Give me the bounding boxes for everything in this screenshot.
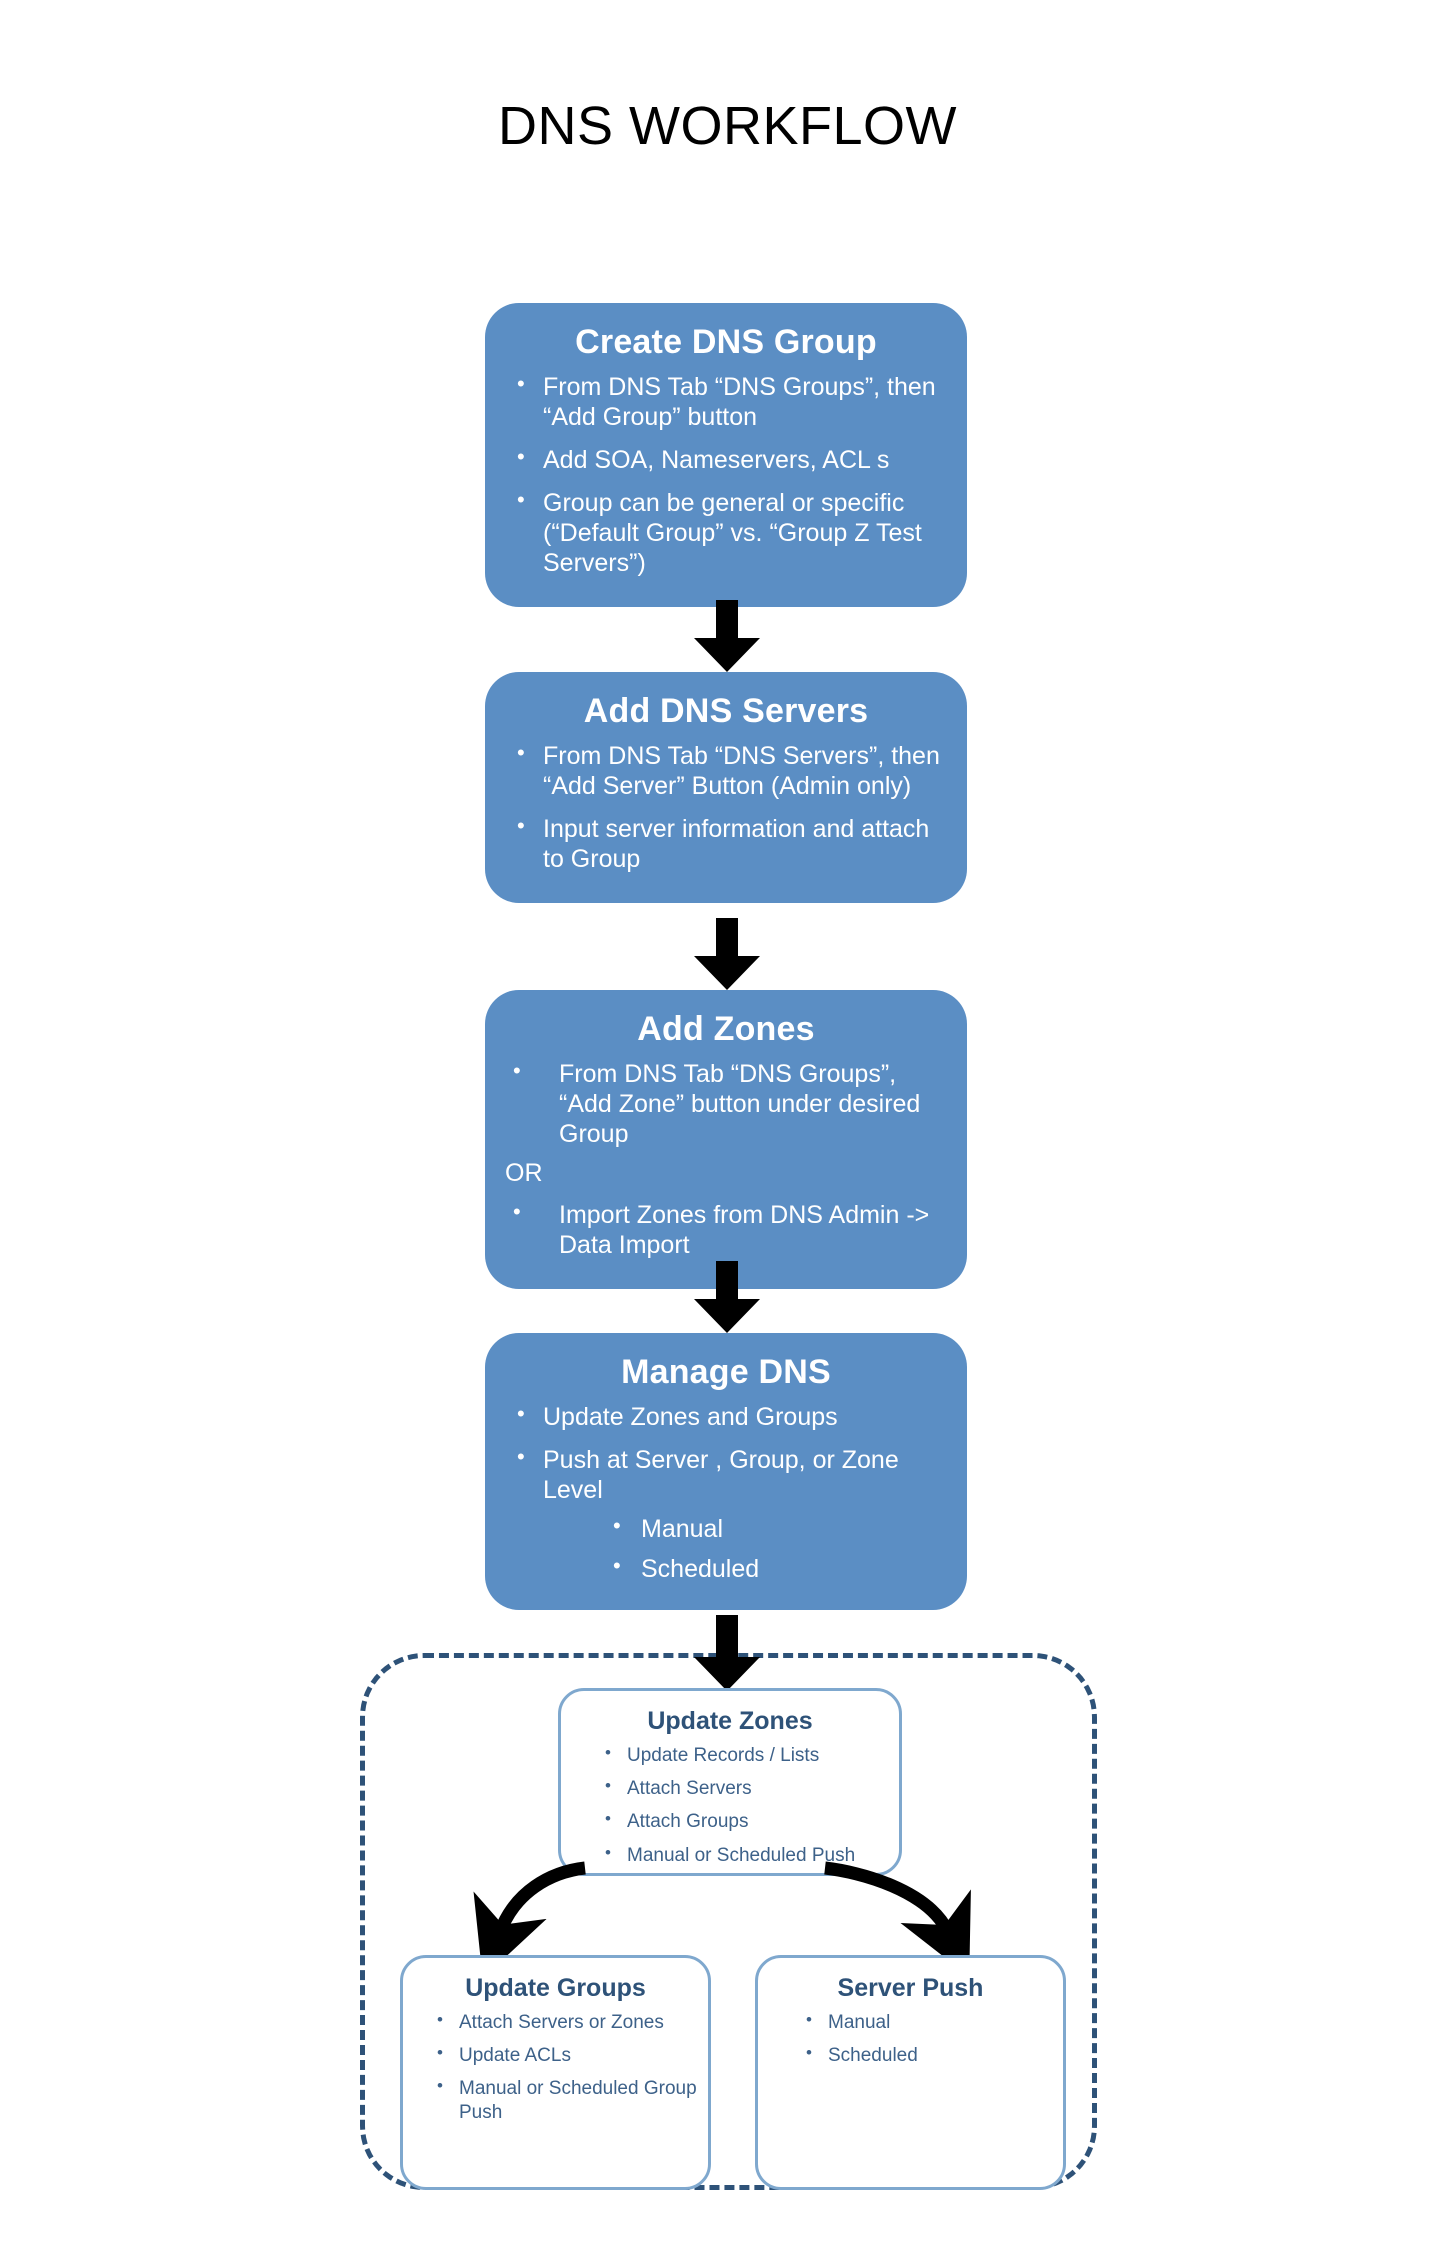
list-item: Manual or Scheduled Group Push <box>431 2076 708 2123</box>
box-title-manage-dns: Manage DNS <box>621 1353 831 1391</box>
sub-bullet-list-manage-dns: Manual Scheduled <box>485 1513 967 1584</box>
arrow-stem <box>716 1615 738 1657</box>
process-box-add-zones: Add Zones From DNS Tab “DNS Groups”, “Ad… <box>485 990 967 1289</box>
arrow-head <box>694 1657 760 1691</box>
bullet-list-add-zones-first: From DNS Tab “DNS Groups”, “Add Zone” bu… <box>485 1058 967 1149</box>
bullet-list-create-dns-group: From DNS Tab “DNS Groups”, then “Add Gro… <box>485 371 967 578</box>
list-item: Update Records / Lists <box>599 1743 899 1767</box>
box-title-update-groups: Update Groups <box>465 1974 646 2002</box>
detail-box-server-push: Server Push Manual Scheduled <box>755 1955 1066 2190</box>
list-item: Attach Groups <box>599 1809 899 1833</box>
detail-box-update-groups: Update Groups Attach Servers or Zones Up… <box>400 1955 711 2190</box>
down-arrow-icon <box>694 1261 760 1333</box>
list-item: Attach Servers <box>599 1776 899 1800</box>
list-item: Group can be general or specific (“Defau… <box>511 487 943 578</box>
list-item: Manual <box>605 1513 943 1544</box>
list-item: From DNS Tab “DNS Groups”, “Add Zone” bu… <box>503 1058 943 1149</box>
arrow-stem <box>716 600 738 638</box>
list-item: Add SOA, Nameservers, ACL s <box>511 444 943 475</box>
list-item: Attach Servers or Zones <box>431 2010 708 2034</box>
list-item: Update Zones and Groups <box>511 1401 943 1432</box>
detail-box-update-zones: Update Zones Update Records / Lists Atta… <box>558 1688 902 1876</box>
list-item: Manual <box>800 2010 1063 2034</box>
process-box-add-dns-servers: Add DNS Servers From DNS Tab “DNS Server… <box>485 672 967 903</box>
box-title-server-push: Server Push <box>837 1974 984 2002</box>
list-item: Import Zones from DNS Admin -> Data Impo… <box>503 1199 943 1260</box>
box-title-add-dns-servers: Add DNS Servers <box>583 692 869 730</box>
list-item: Scheduled <box>605 1553 943 1584</box>
arrow-head <box>694 956 760 990</box>
list-item: Input server information and attach to G… <box>511 813 943 874</box>
bullet-list-server-push: Manual Scheduled <box>758 2010 1063 2067</box>
list-item: From DNS Tab “DNS Groups”, then “Add Gro… <box>511 371 943 432</box>
bullet-list-update-groups: Attach Servers or Zones Update ACLs Manu… <box>403 2010 708 2124</box>
down-arrow-icon <box>694 918 760 990</box>
down-arrow-icon <box>694 600 760 672</box>
bullet-list-add-dns-servers: From DNS Tab “DNS Servers”, then “Add Se… <box>485 740 967 874</box>
list-item: Update ACLs <box>431 2043 708 2067</box>
list-item: Manual or Scheduled Push <box>599 1843 899 1867</box>
process-box-manage-dns: Manage DNS Update Zones and Groups Push … <box>485 1333 967 1610</box>
box-title-create-dns-group: Create DNS Group <box>575 323 877 361</box>
arrow-head <box>694 1299 760 1333</box>
arrow-stem <box>716 1261 738 1299</box>
box-title-update-zones: Update Zones <box>647 1707 813 1735</box>
bullet-list-update-zones: Update Records / Lists Attach Servers At… <box>561 1743 899 1867</box>
page-title: DNS WORKFLOW <box>498 96 957 156</box>
bullet-list-manage-dns: Update Zones and Groups Push at Server ,… <box>485 1401 967 1505</box>
arrow-head <box>694 638 760 672</box>
box-title-add-zones: Add Zones <box>637 1010 815 1048</box>
or-separator: OR <box>505 1159 543 1187</box>
list-item: Push at Server , Group, or Zone Level <box>511 1444 943 1505</box>
down-arrow-icon <box>694 1615 760 1693</box>
bullet-list-add-zones-second: Import Zones from DNS Admin -> Data Impo… <box>485 1199 967 1260</box>
process-box-create-dns-group: Create DNS Group From DNS Tab “DNS Group… <box>485 303 967 607</box>
list-item: Scheduled <box>800 2043 1063 2067</box>
list-item: From DNS Tab “DNS Servers”, then “Add Se… <box>511 740 943 801</box>
arrow-stem <box>716 918 738 956</box>
